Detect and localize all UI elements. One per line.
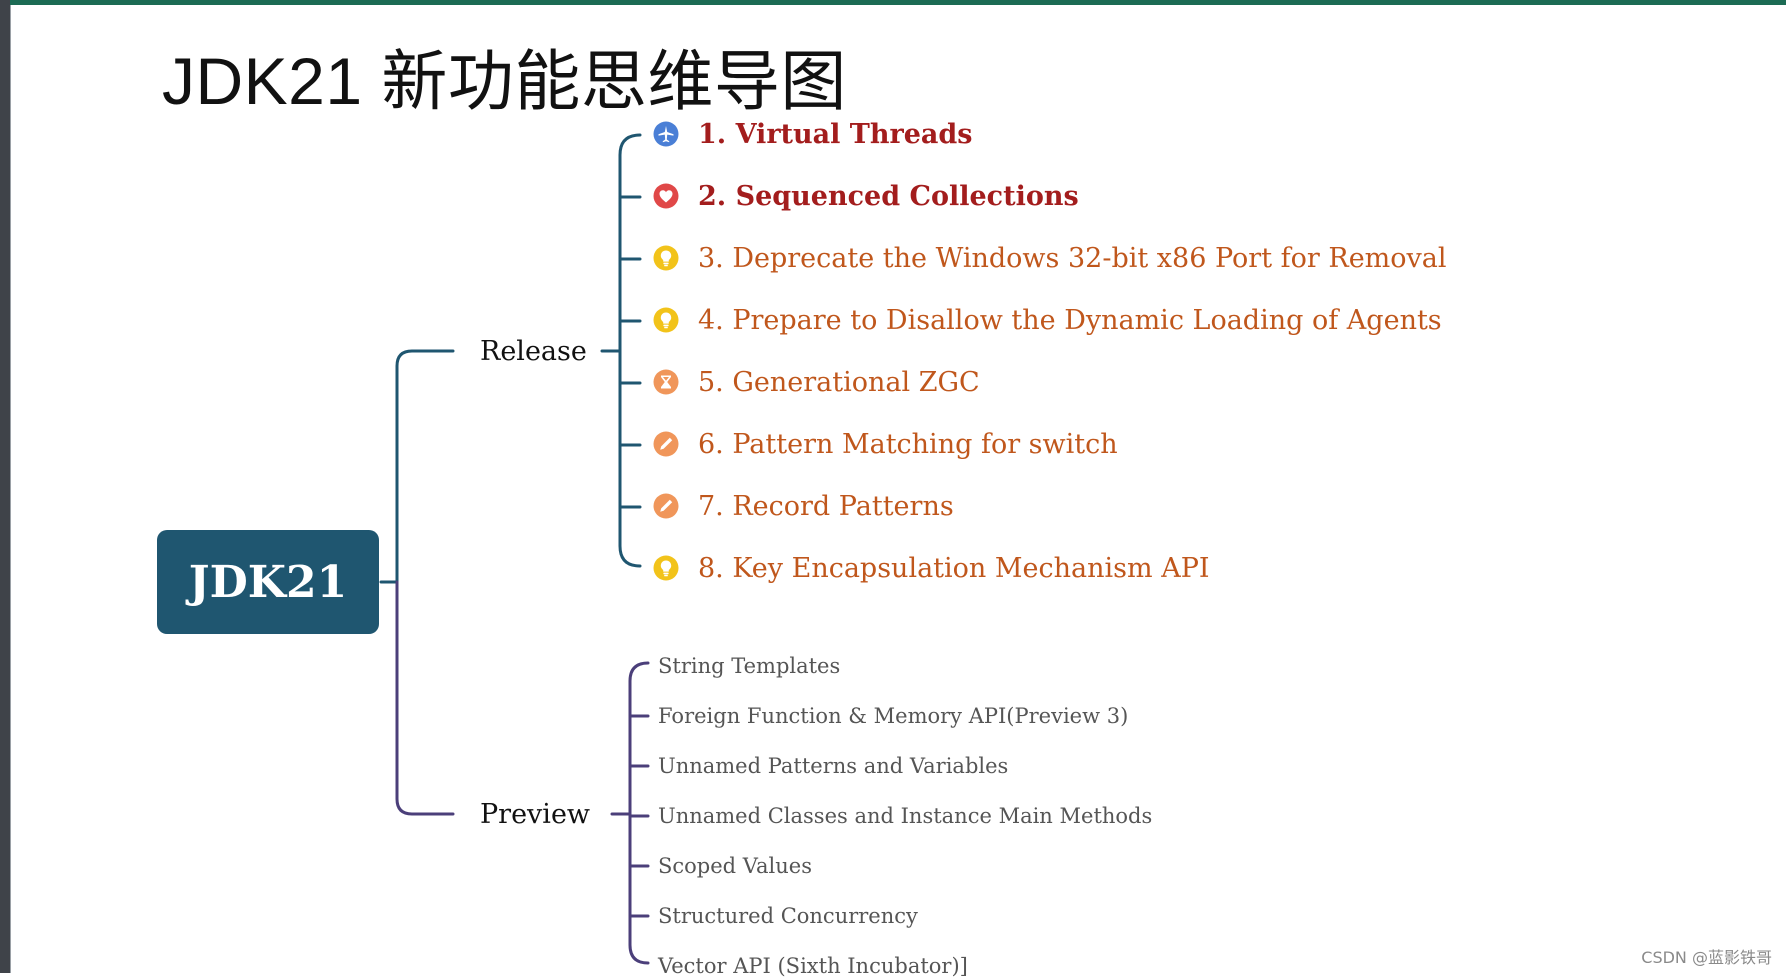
preview-vector-api[interactable]: Vector API (Sixth Incubator)] (658, 954, 968, 978)
preview-string-templates[interactable]: String Templates (658, 654, 841, 678)
hourglass-icon (653, 369, 679, 395)
preview-foreign-function-memory-api[interactable]: Foreign Function & Memory API(Preview 3) (658, 704, 1129, 728)
feature-record-patterns[interactable]: 7. Record Patterns (698, 491, 954, 522)
watermark: CSDN @蓝影铁哥 (1641, 948, 1772, 967)
airplane-icon (653, 121, 679, 147)
release-items-spine (618, 133, 642, 568)
left-window-strip (0, 0, 10, 973)
pencil-icon (653, 493, 679, 519)
preview-unnamed-patterns[interactable]: Unnamed Patterns and Variables (658, 754, 1009, 778)
feature-deprecate-windows-x86[interactable]: 3. Deprecate the Windows 32-bit x86 Port… (698, 243, 1447, 274)
root-node-jdk21[interactable]: JDK21 (157, 530, 379, 634)
pencil-icon (653, 431, 679, 457)
preview-scoped-values[interactable]: Scoped Values (658, 854, 812, 878)
branch-preview[interactable]: Preview (480, 799, 591, 830)
feature-pattern-matching-switch[interactable]: 6. Pattern Matching for switch (698, 429, 1118, 460)
lightbulb-icon (653, 555, 679, 581)
preview-structured-concurrency[interactable]: Structured Concurrency (658, 904, 918, 928)
lightbulb-icon (653, 245, 679, 271)
feature-generational-zgc[interactable]: 5. Generational ZGC (698, 367, 980, 398)
left-window-edge (10, 0, 11, 973)
top-accent-bar (10, 0, 1786, 5)
preview-branch-connector (395, 580, 455, 816)
feature-virtual-threads[interactable]: 1. Virtual Threads (698, 119, 973, 150)
lightbulb-icon (653, 307, 679, 333)
feature-disallow-dynamic-agents[interactable]: 4. Prepare to Disallow the Dynamic Loadi… (698, 305, 1442, 336)
feature-sequenced-collections[interactable]: 2. Sequenced Collections (698, 181, 1079, 212)
heart-icon (653, 183, 679, 209)
release-branch-connector (395, 349, 455, 584)
branch-release[interactable]: Release (480, 336, 587, 367)
feature-key-encapsulation-api[interactable]: 8. Key Encapsulation Mechanism API (698, 553, 1210, 584)
page-title: JDK21 新功能思维导图 (162, 44, 847, 118)
preview-unnamed-classes[interactable]: Unnamed Classes and Instance Main Method… (658, 804, 1153, 828)
preview-items-spine (628, 661, 650, 965)
root-node-label: JDK21 (188, 556, 348, 608)
